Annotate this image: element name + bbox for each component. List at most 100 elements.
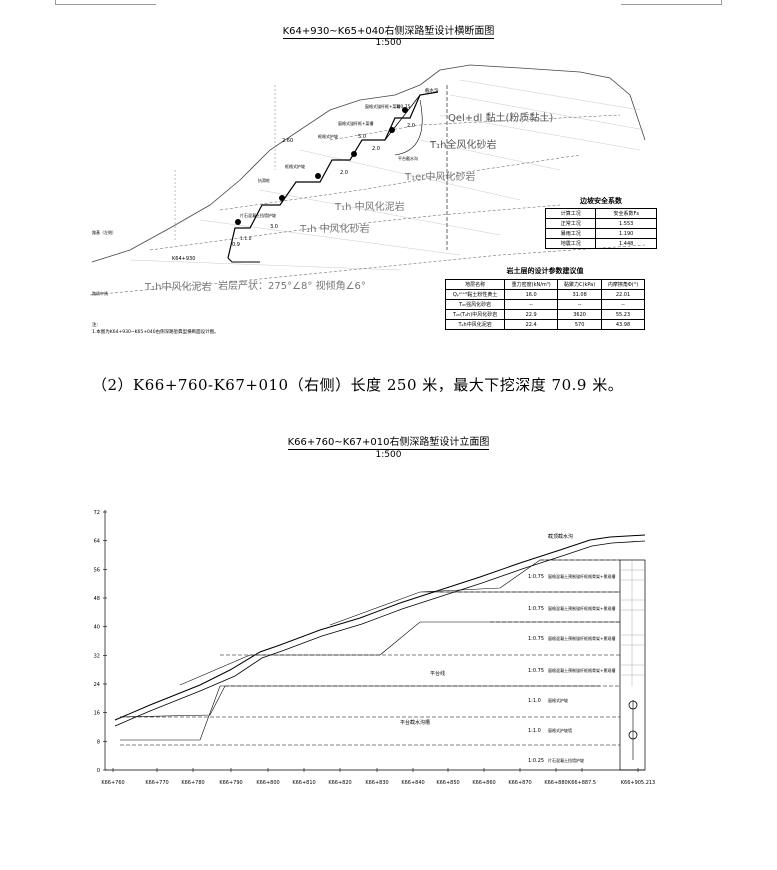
table-cell: 570 xyxy=(557,319,603,330)
label-frame-anchor-2: 窗格式锚杆框+菜槽 xyxy=(338,120,373,126)
x-tick-label: K66+840 xyxy=(401,780,424,786)
x-tick-label: K66+770 xyxy=(145,780,168,786)
table-header: 内摩擦角Φ(°) xyxy=(601,279,645,290)
level-ratio: 1:1.0 xyxy=(528,698,541,704)
level-desc: 窗格混凝土预制锚杆框格骨架+景观槽 xyxy=(548,605,615,611)
label-elev-1: 2.60 xyxy=(282,138,293,144)
table-cell: T₂ₕ(T₂h)中风化砂岩 xyxy=(444,309,506,320)
cross-section-drawing: 截水沟 窗格式锚杆框+菜槽 窗格式锚杆框+菜槽 框格式护坡 框格式护坡 平台截水… xyxy=(89,64,646,296)
param-table-caption: 岩土层的设计参数建议值 xyxy=(506,267,584,275)
x-tick-label: K66+800 xyxy=(256,780,279,786)
label-slope-ratio-1: 1:1.0 xyxy=(240,236,252,242)
y-tick-label: 40 xyxy=(94,625,100,631)
label-left-note: 路基（左侧） xyxy=(92,229,116,235)
label-lattice-1: 框格式护坡 xyxy=(318,133,338,139)
table-cell: 16.0 xyxy=(504,289,559,300)
label-station: K64+930 xyxy=(172,256,195,262)
label-pile: 抗滑桩 xyxy=(258,177,270,183)
table-cell: 43.98 xyxy=(601,319,645,330)
y-tick-label: 32 xyxy=(94,653,100,659)
table-row: T₂ₕ(T₂h)中风化砂岩 22.9 3620 55.23 xyxy=(444,309,645,320)
label-bench: 平台线 xyxy=(430,670,445,677)
label-layer-t4: T₁h 中风化砂岩 xyxy=(299,222,370,235)
note-heading: 注: xyxy=(92,323,99,328)
x-tick-label: K66+760 xyxy=(101,780,124,786)
drawing2-scale: 1:500 xyxy=(375,450,402,460)
table-cell: 55.23 xyxy=(601,309,645,320)
table-row: 地层名称 重力密度(kN/m³) 黏聚力C(kPa) 内摩擦角Φ(°) xyxy=(444,279,645,290)
level-ratio: 1:0.75 xyxy=(528,574,544,580)
y-tick-label: 64 xyxy=(94,539,100,545)
table-header: 黏聚力C(kPa) xyxy=(557,279,603,290)
x-tick-label: K66+880 xyxy=(544,780,567,786)
label-layer-qel: Qel+dl 黏土(粉质黏土) xyxy=(448,111,553,124)
table-cell: T₂ₕ强风化砂岩 xyxy=(444,299,506,310)
x-tick-label: K66+810 xyxy=(292,780,315,786)
table-cell: 正常工况 xyxy=(544,218,597,229)
x-tick-label: K66+780 xyxy=(181,780,204,786)
x-tick-label: K66+887.5 xyxy=(568,780,596,786)
page-edge-mark-right xyxy=(621,0,722,5)
level-ratio: 1:0.75 xyxy=(528,668,544,674)
table-cell: 3620 xyxy=(557,309,603,320)
drawing1-scale: 1:500 xyxy=(375,38,402,48)
label-bench-ditch: 平台截水沟 xyxy=(398,155,418,161)
table-row: 计算工况 安全系数Fs xyxy=(544,208,657,219)
drawing1-title: K64+930~K65+040右侧深路堑设计横断面图 xyxy=(282,26,495,39)
y-tick-label: 8 xyxy=(97,739,100,745)
note-line-1: 1.本图为K64+930~K65+040右侧深路堑典型横断面设计图。 xyxy=(92,330,219,335)
x-tick-label: K66+790 xyxy=(219,780,242,786)
label-bench-ditch-2: 平台截水沟槽 xyxy=(400,719,430,726)
label-width-1: 2.0 xyxy=(407,123,415,129)
label-layer-t1: T₁h全风化砂岩 xyxy=(429,138,496,151)
table-cell: Qₚᵉˡ⁺ᵈˡ黏土粉性黄土 xyxy=(444,289,506,300)
drawing2-title: K66+760~K67+010右侧深路堑设计立面图 xyxy=(287,437,490,450)
table-cell: 1.553 xyxy=(595,218,657,229)
table-cell: 22.9 xyxy=(504,309,559,320)
level-labels: 1:0.75 窗格混凝土预制锚杆框格骨架+景观槽 1:0.75 窗格混凝土预制锚杆框格… xyxy=(528,573,615,764)
x-axis-ticks: K66+760 K66+770 K66+780 K66+790 K66+800 K66+8… xyxy=(101,768,655,786)
table-cell: 1.190 xyxy=(595,228,657,239)
table-row: T₂h中风化泥岩 22.4 570 43.98 xyxy=(444,319,645,330)
label-width-2: 2.0 xyxy=(372,146,380,152)
safety-table-caption: 边坡安全系数 xyxy=(580,197,622,205)
x-tick-label: K66+870 xyxy=(508,780,531,786)
y-tick-label: 56 xyxy=(94,567,100,573)
level-desc: 窗格混凝土预制锚杆框格骨架+景观槽 xyxy=(548,635,615,641)
table-cell: 暴雨工况 xyxy=(544,228,597,239)
safety-table: 计算工况 安全系数Fs 正常工况 1.553 暴雨工况 1.190 地震工况 1… xyxy=(544,208,657,249)
y-tick-label: 16 xyxy=(94,711,100,717)
label-layer-t5: T₁h中风化泥岩 xyxy=(144,280,211,293)
label-width-3: 2.0 xyxy=(340,170,348,176)
level-desc: 片石混凝土挡墙护坡 xyxy=(548,757,584,763)
label-left-note2: 路线中线 xyxy=(92,290,108,296)
level-ratio: 1:0.75 xyxy=(528,636,544,642)
level-desc: 窗格混凝土预制锚杆框格骨架+景观槽 xyxy=(548,573,615,579)
table-header: 计算工况 xyxy=(544,208,597,219)
label-layer-t3: T₁h 中风化泥岩 xyxy=(334,200,405,213)
level-ratio: 1:1.0 xyxy=(528,728,541,734)
label-top-ditch: 截水沟 xyxy=(425,87,439,94)
x-tick-label: K66+830 xyxy=(365,780,388,786)
table-cell: T₂h中风化泥岩 xyxy=(444,319,506,330)
label-attitude: 岩层产状：275°∠8° 视倾角∠6° xyxy=(218,279,366,292)
y-tick-label: 48 xyxy=(94,596,100,602)
table-cell: 地震工况 xyxy=(544,238,597,249)
y-tick-label: 72 xyxy=(94,510,100,516)
body-paragraph: （2）K66+760-K67+010（右侧）长度 250 米，最大下挖深度 70… xyxy=(92,376,624,394)
label-layer-t2: T₁er中风化砂岩 xyxy=(404,170,475,183)
level-desc: 窗格式护坡墙 xyxy=(548,727,572,733)
table-row: T₂ₕ强风化砂岩 -- -- -- xyxy=(444,299,645,310)
table-header: 地层名称 xyxy=(444,279,506,290)
label-elev-3: 0.9 xyxy=(232,242,240,248)
table-header: 重力密度(kN/m³) xyxy=(504,279,559,290)
label-slope-ratio-2: 1:0.75 xyxy=(396,104,411,110)
page-edge-mark-left xyxy=(55,0,156,5)
x-tick-label: K66+820 xyxy=(328,780,351,786)
label-lattice-2: 框格式护坡 xyxy=(285,163,305,169)
table-row: 暴雨工况 1.190 xyxy=(544,228,657,239)
table-row: Qₚᵉˡ⁺ᵈˡ黏土粉性黄土 16.0 31.08 22.01 xyxy=(444,289,645,300)
table-header: 安全系数Fs xyxy=(595,208,657,219)
